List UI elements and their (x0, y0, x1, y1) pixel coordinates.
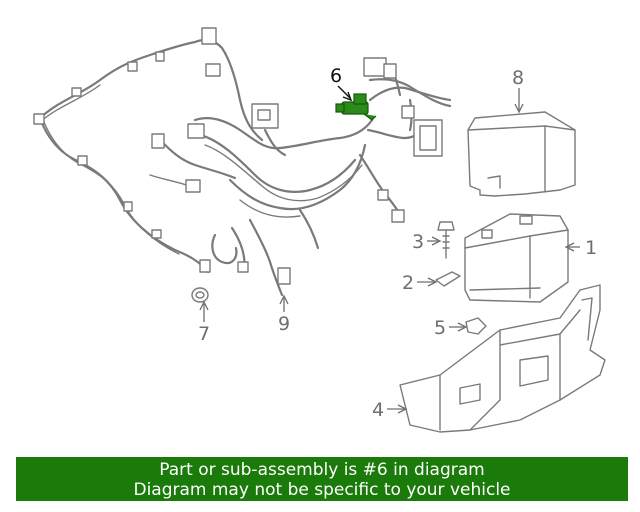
callout-3: 3 (412, 231, 442, 253)
clip-part (465, 317, 487, 335)
battery-part (464, 213, 569, 303)
battery-cover-part (467, 111, 576, 197)
wiring-harness (33, 27, 452, 297)
battery-tray-part (399, 284, 606, 433)
svg-text:3: 3 (412, 231, 424, 253)
highlighted-part-6 (335, 93, 377, 121)
callout-7: 7 (198, 300, 210, 345)
svg-text:1: 1 (585, 237, 597, 259)
callout-2: 2 (402, 272, 438, 294)
svg-text:5: 5 (434, 317, 446, 339)
callout-9: 9 (278, 294, 290, 335)
callout-4: 4 (372, 399, 408, 421)
callout-8: 8 (512, 67, 524, 114)
svg-text:9: 9 (278, 313, 290, 335)
svg-text:8: 8 (512, 67, 524, 89)
callout-1: 1 (564, 237, 597, 259)
grommet-part (191, 287, 209, 303)
svg-text:2: 2 (402, 272, 414, 294)
banner-line-part-number: Part or sub-assembly is #6 in diagram (159, 460, 485, 480)
bracket-part (435, 271, 461, 287)
banner-line-disclaimer: Diagram may not be specific to your vehi… (133, 480, 511, 500)
svg-text:4: 4 (372, 399, 384, 421)
info-banner: Part or sub-assembly is #6 in diagram Di… (16, 457, 628, 501)
parts-diagram: 8 6 1 3 2 5 4 7 9 (33, 27, 606, 433)
svg-text:6: 6 (330, 65, 342, 87)
svg-text:7: 7 (198, 323, 210, 345)
callout-6: 6 (330, 65, 353, 102)
bolt-part (437, 221, 455, 259)
callout-5: 5 (434, 317, 468, 339)
